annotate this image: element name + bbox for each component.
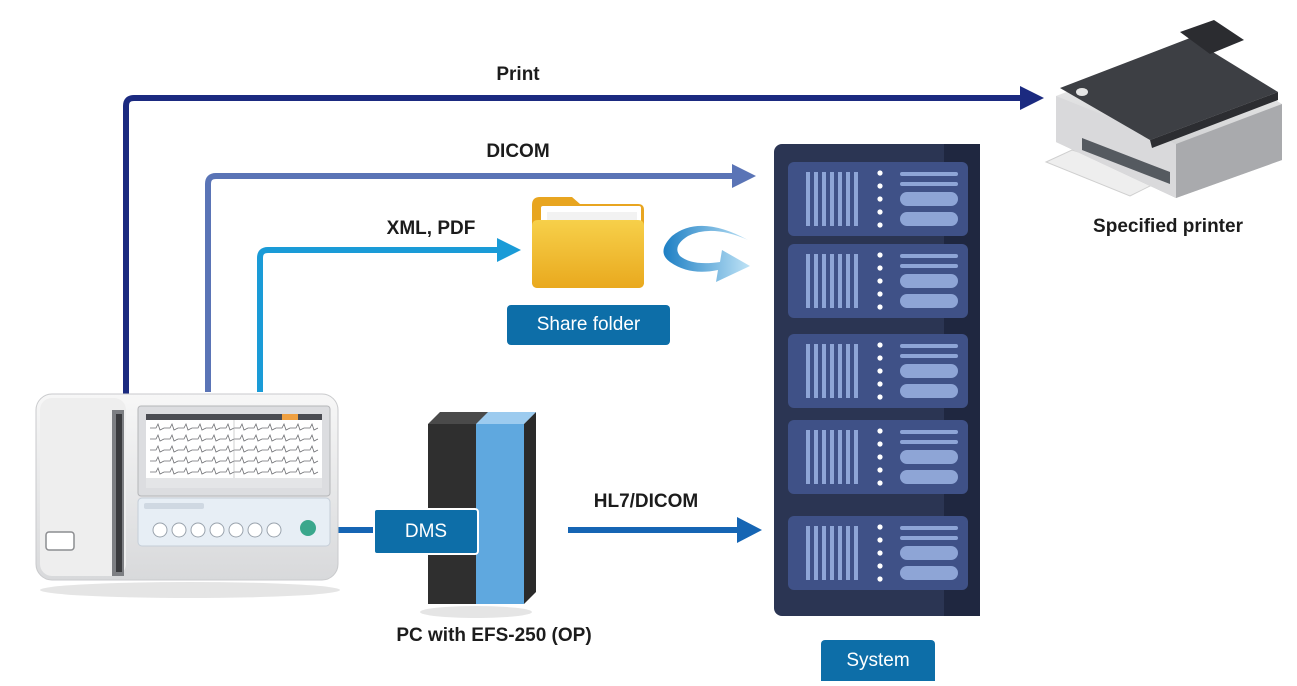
server-unit <box>788 334 968 408</box>
hl7-dicom-label: HL7/DICOM <box>593 491 699 512</box>
server-unit <box>788 244 968 318</box>
print-label: Print <box>496 64 540 85</box>
xml-pdf-label: XML, PDF <box>386 218 476 239</box>
server-unit <box>788 162 968 236</box>
hl7-dicom-arrow <box>568 517 762 543</box>
pc-with-efs-label: PC with EFS-250 (OP) <box>396 625 592 646</box>
dicom-label: DICOM <box>486 141 550 162</box>
dicom-arrow <box>205 164 756 392</box>
server-unit <box>788 516 968 590</box>
xml-pdf-arrow <box>257 238 521 392</box>
server-rack-icon <box>774 144 980 616</box>
pc-tower-icon <box>420 412 536 618</box>
printer-icon <box>1044 20 1282 198</box>
share-folder-badge: Share folder <box>507 305 670 345</box>
folder-icon <box>532 197 644 288</box>
print-arrow <box>123 86 1044 396</box>
specified-printer-label: Specified printer <box>1093 216 1243 237</box>
transfer-swoosh-icon <box>663 225 750 282</box>
system-badge: System <box>821 640 935 681</box>
dms-badge: DMS <box>373 508 479 555</box>
ecg-device-icon <box>35 393 340 598</box>
server-unit <box>788 420 968 494</box>
